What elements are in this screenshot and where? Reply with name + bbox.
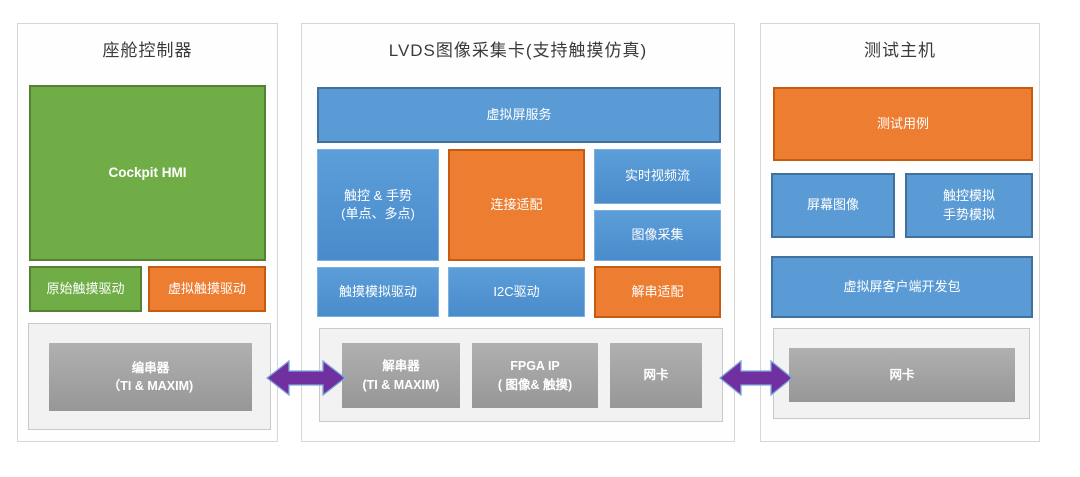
panel-cockpit-controller: 座舱控制器 Cockpit HMI 原始触摸驱动 虚拟触摸驱动 编串器 （TI … — [17, 23, 278, 442]
block-label-line1: 解串器 — [382, 359, 420, 374]
block-nic-test-host: 网卡 — [789, 348, 1015, 402]
block-label: 屏幕图像 — [806, 197, 859, 213]
hardware-container-cockpit: 编串器 （TI & MAXIM) — [28, 323, 271, 430]
block-label: 连接适配 — [490, 196, 543, 212]
block-label: 解串适配 — [631, 283, 684, 299]
block-label: 虚拟触摸驱动 — [167, 280, 246, 296]
block-label: 图像采集 — [631, 227, 684, 243]
block-label: Cockpit HMI — [108, 164, 187, 180]
block-realtime-video-stream: 实时视频流 — [594, 149, 721, 204]
block-image-capture: 图像采集 — [594, 210, 721, 261]
block-label-line2: (单点、多点) — [341, 206, 415, 221]
block-deserial-adapter: 解串适配 — [594, 266, 721, 318]
block-label: 原始触摸驱动 — [46, 280, 125, 296]
block-connect-adapter: 连接适配 — [448, 149, 585, 261]
block-label-line1: 触控 & 手势 — [344, 187, 412, 203]
block-virtual-screen-client-sdk: 虚拟屏客户端开发包 — [771, 256, 1033, 318]
panel-title-lvds: LVDS图像采集卡(支持触摸仿真) — [388, 41, 648, 60]
block-label: 网卡 — [643, 368, 669, 383]
block-touch-gesture: 触控 & 手势 (单点、多点) — [317, 149, 439, 261]
panel-title-cockpit: 座舱控制器 — [102, 41, 193, 60]
block-touch-gesture-sim: 触控模拟 手势模拟 — [905, 173, 1033, 238]
block-label: 测试用例 — [876, 115, 929, 131]
block-deserializer: 解串器 (TI & MAXIM) — [342, 343, 460, 408]
block-label-line2: (TI & MAXIM) — [362, 377, 440, 392]
block-serializer: 编串器 （TI & MAXIM) — [49, 343, 252, 411]
block-raw-touch-driver: 原始触摸驱动 — [29, 266, 142, 312]
panel-lvds-capture-card: LVDS图像采集卡(支持触摸仿真) 虚拟屏服务 触控 & 手势 (单点、多点) … — [301, 23, 735, 442]
block-screen-image: 屏幕图像 — [771, 173, 895, 238]
block-label: I2C驱动 — [493, 283, 540, 299]
block-label: 网卡 — [889, 367, 915, 382]
block-label: 实时视频流 — [624, 168, 690, 184]
block-label-line1: 触控模拟 — [942, 188, 995, 204]
block-cockpit-hmi: Cockpit HMI — [29, 85, 266, 261]
hardware-container-capture-card: 解串器 (TI & MAXIM) FPGA IP ( 图像& 触摸) 网卡 — [319, 328, 723, 422]
hardware-container-test-host: 网卡 — [773, 328, 1030, 419]
block-label: 虚拟屏服务 — [486, 106, 552, 122]
block-label-line2: （TI & MAXIM) — [107, 379, 194, 393]
block-touch-sim-driver: 触摸模拟驱动 — [317, 267, 439, 317]
block-label-line1: 编串器 — [131, 360, 170, 375]
block-label: 虚拟屏客户端开发包 — [843, 278, 961, 294]
block-virtual-screen-service: 虚拟屏服务 — [317, 87, 721, 143]
block-virtual-touch-driver: 虚拟触摸驱动 — [148, 266, 266, 312]
bidirectional-arrow-middle-right-icon — [719, 360, 793, 396]
block-label-line2: 手势模拟 — [942, 206, 995, 222]
block-test-cases: 测试用例 — [773, 87, 1033, 161]
panel-test-host: 测试主机 测试用例 屏幕图像 触控模拟 手势模拟 虚拟屏客户端开发包 网卡 — [760, 23, 1040, 442]
block-nic-capture-card: 网卡 — [610, 343, 702, 408]
panel-title-test-host: 测试主机 — [864, 41, 936, 60]
block-label-line2: ( 图像& 触摸) — [497, 377, 573, 392]
bidirectional-arrow-left-middle-icon — [266, 360, 346, 396]
block-label: 触摸模拟驱动 — [338, 283, 417, 299]
block-label-line1: FPGA IP — [510, 359, 560, 374]
block-i2c-driver: I2C驱动 — [448, 267, 585, 317]
block-fpga-ip: FPGA IP ( 图像& 触摸) — [472, 343, 598, 408]
